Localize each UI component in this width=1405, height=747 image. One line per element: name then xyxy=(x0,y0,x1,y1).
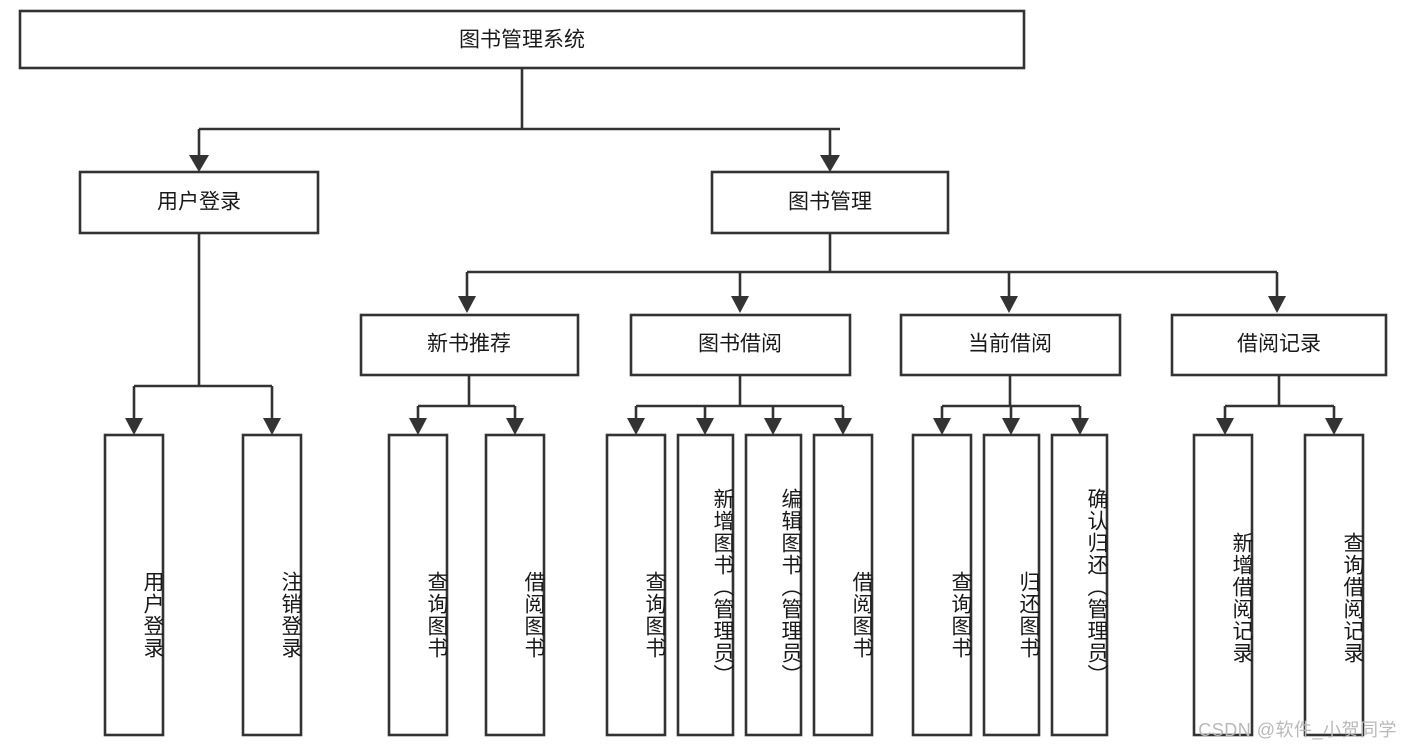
arrowhead-icon xyxy=(764,418,782,435)
node-borrow-record-label: 借阅记录 xyxy=(1237,333,1321,356)
arrowhead-icon xyxy=(627,418,645,435)
arrowhead-layer xyxy=(125,155,1343,435)
node-book-borrow-box[interactable] xyxy=(629,313,852,377)
node-borrow-record-box[interactable] xyxy=(1170,313,1388,377)
node-root-box[interactable] xyxy=(18,9,1026,70)
arrowhead-icon xyxy=(1000,296,1018,313)
arrowhead-icon xyxy=(506,418,524,435)
node-leaf-edit-book-box[interactable] xyxy=(744,433,803,737)
node-new-book-recommend-label: 新书推荐 xyxy=(427,333,511,356)
node-leaf-query-book-borrow-box[interactable] xyxy=(605,433,667,737)
node-book-manage-box[interactable] xyxy=(710,170,950,235)
arrowhead-icon xyxy=(1325,418,1343,435)
node-current-borrow-box[interactable] xyxy=(899,313,1122,377)
arrowhead-icon xyxy=(458,296,476,313)
csdn-watermark: CSDN @软件_小贺同学 xyxy=(1198,720,1397,740)
arrowhead-icon xyxy=(1002,418,1020,435)
arrowhead-icon xyxy=(125,418,143,435)
node-book-manage-label: 图书管理 xyxy=(788,191,872,214)
arrowhead-icon xyxy=(834,418,852,435)
arrowhead-icon xyxy=(189,155,209,172)
node-leaf-user-login-box[interactable] xyxy=(103,433,165,737)
node-new-book-recommend-box[interactable] xyxy=(359,313,580,377)
node-user-login-label: 用户登录 xyxy=(157,191,241,214)
node-leaf-borrow-book-box[interactable] xyxy=(812,433,874,737)
arrowhead-icon xyxy=(820,155,840,172)
node-current-borrow-label: 当前借阅 xyxy=(968,333,1052,356)
arrowhead-icon xyxy=(1268,296,1286,313)
arrowhead-icon xyxy=(263,418,281,435)
node-leaf-add-record-box[interactable] xyxy=(1192,433,1254,737)
node-leaf-add-book-box[interactable] xyxy=(676,433,735,737)
node-leaf-query-book-current-box[interactable] xyxy=(911,433,973,737)
arrowhead-icon xyxy=(1071,418,1089,435)
node-layer: 图书管理系统 用户登录 图书管理 新书推荐 图书借阅 当前借阅 借阅记录 xyxy=(18,9,1388,737)
node-leaf-query-record-box[interactable] xyxy=(1303,433,1365,737)
node-leaf-borrow-book-rec-box[interactable] xyxy=(484,433,546,737)
arrowhead-icon xyxy=(933,418,951,435)
arrowhead-icon xyxy=(731,296,749,313)
arrowhead-icon xyxy=(696,418,714,435)
node-leaf-confirm-return-box[interactable] xyxy=(1050,433,1109,737)
node-leaf-logout-box[interactable] xyxy=(241,433,303,737)
node-user-login-box[interactable] xyxy=(78,170,320,235)
node-root-label: 图书管理系统 xyxy=(459,29,585,52)
arrowhead-icon xyxy=(1216,418,1234,435)
arrowhead-icon xyxy=(409,418,427,435)
node-leaf-return-book-box[interactable] xyxy=(982,433,1041,737)
node-book-borrow-label: 图书借阅 xyxy=(698,333,782,356)
node-leaf-query-book-rec-box[interactable] xyxy=(387,433,449,737)
